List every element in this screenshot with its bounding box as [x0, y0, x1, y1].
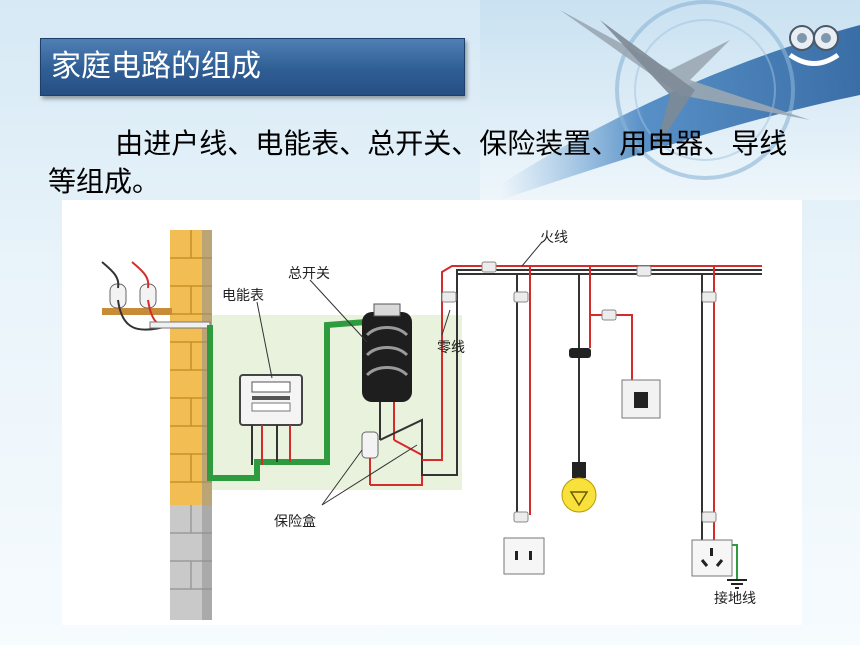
slide-title: 家庭电路的组成 — [40, 38, 465, 96]
wall-switch — [621, 379, 661, 419]
two-pin-socket — [503, 537, 545, 575]
main-switch-label: 总开关 — [288, 266, 330, 282]
fuse-box — [361, 269, 762, 486]
live-wire-label: 火线 — [540, 230, 568, 246]
three-pin-socket — [691, 539, 733, 577]
brick-wall — [170, 230, 212, 620]
ground-icon — [727, 579, 747, 589]
leader-lines — [256, 241, 543, 506]
ground-conduit — [207, 317, 393, 481]
jet-decoration — [480, 0, 860, 200]
distribution-wiring — [422, 265, 762, 580]
neutral-wire-label: 零线 — [437, 340, 465, 356]
entrance-insulators — [101, 261, 211, 331]
electric-meter — [239, 374, 303, 465]
meter-label: 电能表 — [222, 288, 264, 304]
fuse-box-label: 保险盒 — [274, 513, 316, 530]
ground-wire-label: 接地线 — [714, 590, 756, 607]
intro-text: 由进户线、电能表、总开关、保险装置、用电器、导线等组成。 — [48, 127, 788, 198]
circuit-diagram: 电能表 总开关 火线 零线 保险盒 接地线 — [62, 200, 802, 625]
binoculars-icon — [788, 25, 840, 66]
wire-clips — [441, 261, 717, 523]
light-bulb — [561, 348, 597, 513]
